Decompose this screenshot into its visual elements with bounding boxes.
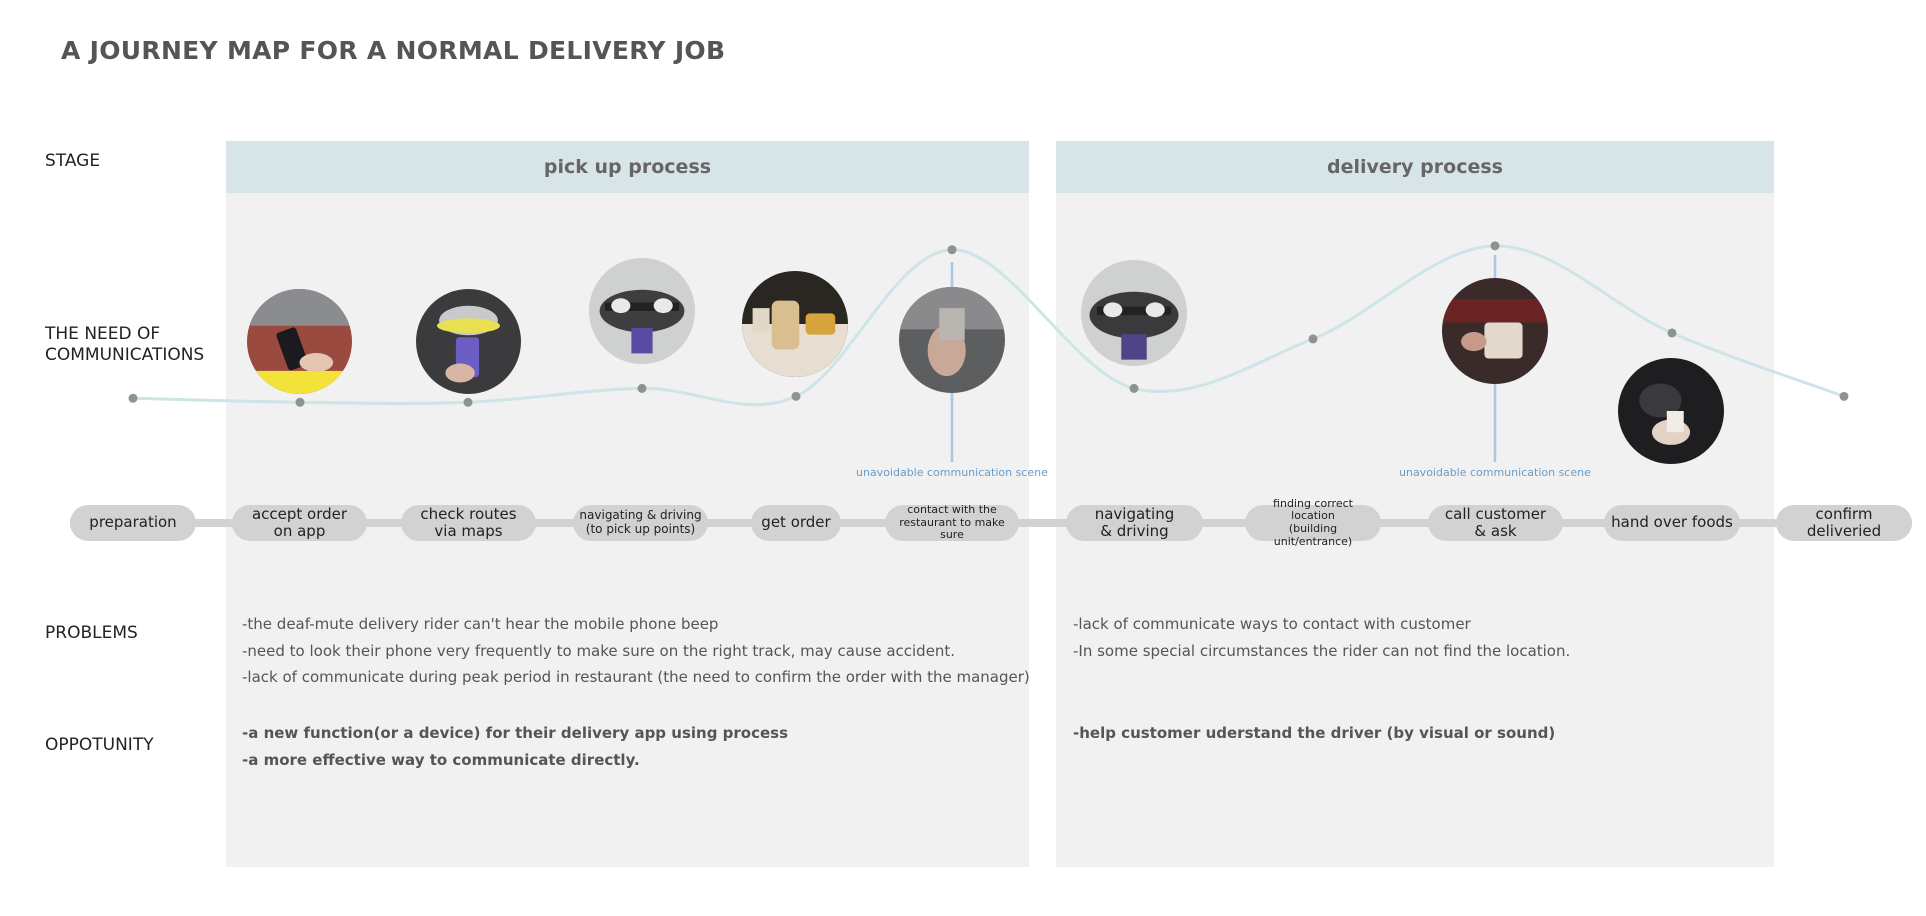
need-point-5	[791, 391, 801, 401]
need-point-2	[295, 397, 305, 407]
delivery-stage-panel: delivery process	[1056, 141, 1774, 867]
scooter-photo-2	[1081, 260, 1187, 366]
pickup-stage-header: pick up process	[226, 141, 1029, 193]
step-call-customer: call customer& ask	[1428, 505, 1563, 541]
step-navigating-pickup: navigating & driving(to pick up points)	[573, 505, 708, 541]
need-point-11	[1839, 391, 1849, 401]
map-phone-photo-image	[416, 289, 521, 394]
step-confirm: confirm deliveried	[1776, 505, 1912, 541]
opportunity-row-label: OPPOTUNITY	[45, 735, 154, 755]
page-title: A JOURNEY MAP FOR A NORMAL DELIVERY JOB	[61, 36, 726, 65]
need-point-1	[128, 393, 138, 403]
food-order-photo	[742, 271, 848, 377]
hand-over-photo-image	[1618, 358, 1724, 464]
pickup-problems: -the deaf-mute delivery rider can't hear…	[242, 615, 1030, 686]
hand-over-photo	[1618, 358, 1724, 464]
need-curve-line	[132, 244, 1845, 407]
step-navigating-delivery: navigating& driving	[1066, 505, 1203, 541]
phone-app-photo-image	[247, 289, 352, 394]
need-point-4	[637, 383, 647, 393]
scooter-photo-2-image	[1081, 260, 1187, 366]
scooter-photo	[589, 258, 695, 364]
need-point-3	[463, 397, 473, 407]
scooter-photo-image	[589, 258, 695, 364]
scene-label-restaurant: unavoidable communication scene	[856, 466, 1048, 479]
need-row-label: THE NEED OF COMMUNICATIONS	[45, 324, 205, 365]
step-finding-location: finding correct location(building unit/e…	[1245, 497, 1381, 548]
phone-app-photo	[247, 289, 352, 394]
map-phone-photo	[416, 289, 521, 394]
restaurant-contact-photo	[899, 287, 1005, 393]
step-hand-over: hand over foods	[1604, 505, 1740, 541]
call-customer-photo-image	[1442, 278, 1548, 384]
need-point-7	[1129, 383, 1139, 393]
step-preparation: preparation	[70, 505, 196, 541]
need-point-6	[947, 245, 957, 255]
need-point-8	[1308, 334, 1318, 344]
stage-row-label: STAGE	[45, 151, 101, 171]
food-order-photo-image	[742, 271, 848, 377]
delivery-opportunities: -help customer uderstand the driver (by …	[1073, 724, 1556, 742]
restaurant-contact-photo-image	[899, 287, 1005, 393]
scene-label-customer: unavoidable communication scene	[1399, 466, 1591, 479]
delivery-problems: -lack of communicate ways to contact wit…	[1073, 615, 1571, 660]
call-customer-photo	[1442, 278, 1548, 384]
delivery-stage-header: delivery process	[1056, 141, 1774, 193]
need-point-9	[1490, 241, 1500, 251]
problems-row-label: PROBLEMS	[45, 623, 138, 643]
pickup-opportunities: -a new function(or a device) for their d…	[242, 724, 789, 769]
step-get-order: get order	[751, 505, 841, 541]
need-point-10	[1667, 328, 1677, 338]
